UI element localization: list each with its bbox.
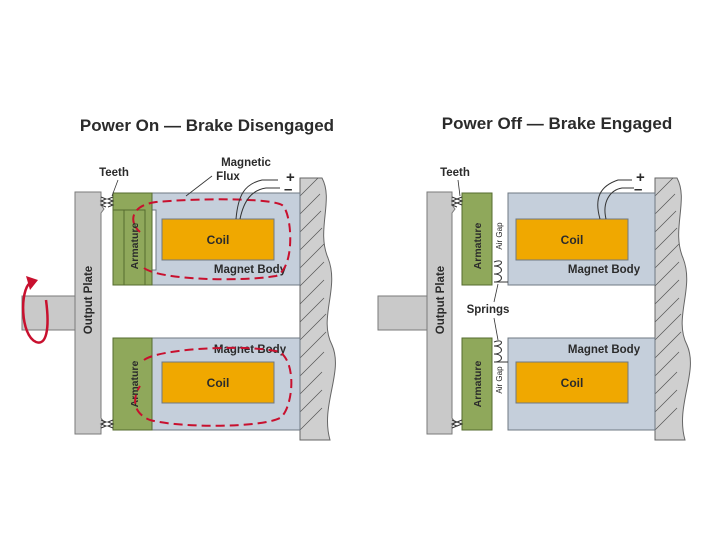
right-teeth-icon [450, 196, 464, 429]
left-magnet-body-top-label: Magnet Body [214, 264, 287, 276]
right-magnet-body-top-label: Magnet Body [568, 264, 641, 276]
right-armature-top [461, 192, 493, 286]
right-wall-hatch [654, 177, 682, 431]
left-flux-path-top [132, 198, 292, 281]
right-coil-bottom [515, 361, 629, 404]
left-magnet-body-bottom-label: Magnet Body [214, 344, 287, 356]
left-teeth-label: Teeth [99, 167, 129, 179]
right-springs-label: Springs [467, 304, 510, 316]
right-wire-plus [597, 179, 632, 220]
right-air-gap-bottom-label: Air Gap [495, 366, 504, 394]
left-title: Power On — Brake Disengaged [80, 116, 334, 135]
right-armature-bottom [461, 337, 493, 431]
right-coil-bottom-label: Coil [561, 376, 584, 390]
right-title: Power Off — Brake Engaged [442, 114, 673, 133]
right-armature-bottom-label: Armature [472, 361, 484, 408]
left-wall-hatch [299, 177, 327, 431]
left-coil-top [161, 218, 275, 261]
right-armature-top-label: Armature [472, 223, 484, 270]
right-panel: Power Off — Brake Engaged Output Plate C… [377, 114, 691, 441]
left-output-plate-label: Output Plate [83, 266, 95, 334]
left-armature-bottom [112, 337, 153, 431]
left-panel: Power On — Brake Disengaged Output Plate… [21, 116, 336, 441]
right-teeth-label: Teeth [440, 167, 470, 179]
right-coil-top-label: Coil [561, 233, 584, 247]
right-wire-minus [604, 187, 634, 220]
left-armature-top-label: Armature [129, 223, 141, 270]
right-air-gap-top-label: Air Gap [495, 222, 504, 250]
left-armature-bottom-label: Armature [129, 361, 141, 408]
right-minus-terminal: – [634, 181, 642, 198]
left-magnetic-flux-label-1: Magnetic [221, 157, 271, 169]
left-magnetic-flux-label-2: Flux [216, 171, 240, 183]
left-wire-plus [235, 179, 278, 220]
left-rotation-arrow-icon [21, 276, 49, 344]
right-plus-terminal: + [636, 169, 645, 186]
right-spring-bottom-icon [493, 340, 508, 363]
right-wall [654, 177, 691, 441]
right-output-plate-label: Output Plate [435, 266, 447, 334]
left-wire-minus [239, 187, 280, 220]
left-output-shaft [21, 295, 77, 331]
left-armature-top-inner [123, 209, 146, 286]
right-magnet-body-bottom-label: Magnet Body [568, 344, 641, 356]
left-coil-bottom [161, 361, 275, 404]
right-spring-top-icon [493, 260, 508, 283]
left-plus-terminal: + [286, 169, 295, 186]
left-teeth-icon [99, 196, 115, 429]
left-coil-top-label: Coil [207, 233, 230, 247]
left-wall [299, 177, 336, 441]
right-output-shaft [377, 295, 429, 331]
left-minus-terminal: – [284, 181, 292, 198]
right-coil-top [515, 218, 629, 261]
left-coil-bottom-label: Coil [207, 376, 230, 390]
